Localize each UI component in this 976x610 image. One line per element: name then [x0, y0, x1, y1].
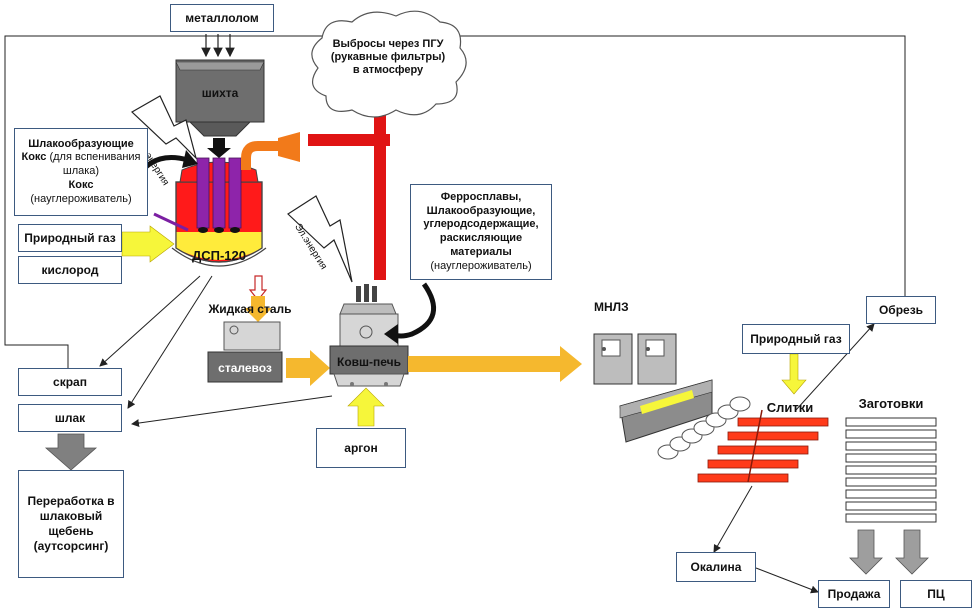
scrap-label: скрап [53, 374, 87, 389]
argon-arrow [347, 387, 385, 427]
liquid-steel-arrow [244, 296, 272, 322]
argon-label: аргон [344, 440, 378, 455]
ferro-line-5: материалы [450, 245, 512, 258]
metallolom-arrows [201, 34, 235, 58]
processing-box: Переработка в шлаковый щебень (аутсорсин… [18, 470, 124, 578]
slag-processing-arrow [44, 433, 98, 471]
slag-formers-label: Шлакообразующие [28, 137, 134, 150]
liquid-steel-label: Жидкая сталь [208, 302, 292, 316]
gas-arrow [121, 225, 175, 263]
scale-label: Окалина [690, 559, 742, 574]
ingots-stack [697, 409, 829, 483]
exhaust-pipe [241, 132, 300, 170]
processing-label: Переработка в шлаковый щебень (аутсорсин… [27, 494, 115, 553]
thin-connectors [99, 275, 875, 594]
scrap-box: скрап [18, 368, 122, 396]
metallolom-box: металлолом [170, 4, 274, 32]
hopper-feed-arrow [207, 138, 231, 158]
eaf-furnace [153, 157, 267, 267]
tap-arrow [248, 275, 268, 301]
coke-label: Кокс [21, 151, 47, 164]
natural-gas2-label: Природный газ [750, 331, 842, 346]
metallolom-label: металлолом [185, 10, 259, 25]
trim-box: Обрезь [866, 296, 936, 324]
sale-box: Продажа [818, 580, 890, 608]
pc-label: ПЦ [927, 586, 945, 601]
gas-down-arrow [781, 353, 807, 395]
emissions-cloud [311, 10, 467, 118]
trim-label: Обрезь [878, 302, 924, 317]
to-sale-arrow [849, 529, 883, 575]
coke-line: Кокс (для вспенивания шлака) [15, 151, 147, 179]
ingots-label: Слитки [766, 400, 814, 415]
pc-box: ПЦ [900, 580, 972, 608]
coke2-note: (науглероживатель) [30, 192, 132, 205]
to-pc-arrow [895, 529, 929, 575]
ferro-line-4: раскисляющие [439, 232, 523, 244]
stalevoz-label: сталевоз [218, 361, 272, 375]
slag-label: шлак [54, 410, 86, 425]
billets-stack [845, 417, 937, 523]
natural-gas2-box: Природный газ [742, 324, 850, 354]
scale-box: Окалина [676, 552, 756, 582]
ferro-box: Ферросплавы, Шлакообразующие, углеродсод… [410, 184, 552, 280]
ladle-label: Ковш-печь [337, 355, 401, 369]
scrap-return-loop [4, 35, 906, 368]
sale-label: Продажа [827, 586, 881, 601]
emissions-label: Выбросы через ПГУ (рукавные фильтры) в а… [330, 38, 446, 77]
shikhta-label: шихта [201, 86, 239, 100]
carrier-to-ladle-arrow [286, 350, 330, 386]
billets-label: Заготовки [858, 396, 924, 411]
ferro-line-3: углеродсодержащие, [423, 218, 539, 231]
mnlz-label: МНЛЗ [594, 300, 629, 314]
continuous-caster [593, 333, 751, 460]
ferro-line-2: Шлакообразующие, [426, 204, 536, 217]
ladle-furnace-unit [329, 284, 409, 387]
ferro-line-1: Ферросплавы, [440, 190, 522, 203]
ladle-to-caster-arrow [408, 346, 582, 382]
coke-note: (для вспенивания шлака) [49, 151, 141, 178]
charge-hopper [175, 59, 265, 137]
coke2-label: Кокс [68, 178, 94, 191]
natural-gas-box: Природный газ [18, 224, 122, 252]
electricity-bolt-2 [287, 195, 353, 283]
dsp-label: ДСП-120 [191, 248, 246, 263]
oxygen-label: кислород [41, 262, 99, 277]
furnace-additives-box: Шлакообразующие Кокс (для вспенивания шл… [14, 128, 148, 216]
ferro-note: (науглероживатель) [430, 259, 532, 272]
slag-box: шлак [18, 404, 122, 432]
steel-carrier [207, 321, 283, 383]
oxygen-box: кислород [18, 256, 122, 284]
electricity-bolt-1 [130, 95, 198, 160]
natural-gas-label: Природный газ [24, 230, 116, 245]
argon-box: аргон [316, 428, 406, 468]
